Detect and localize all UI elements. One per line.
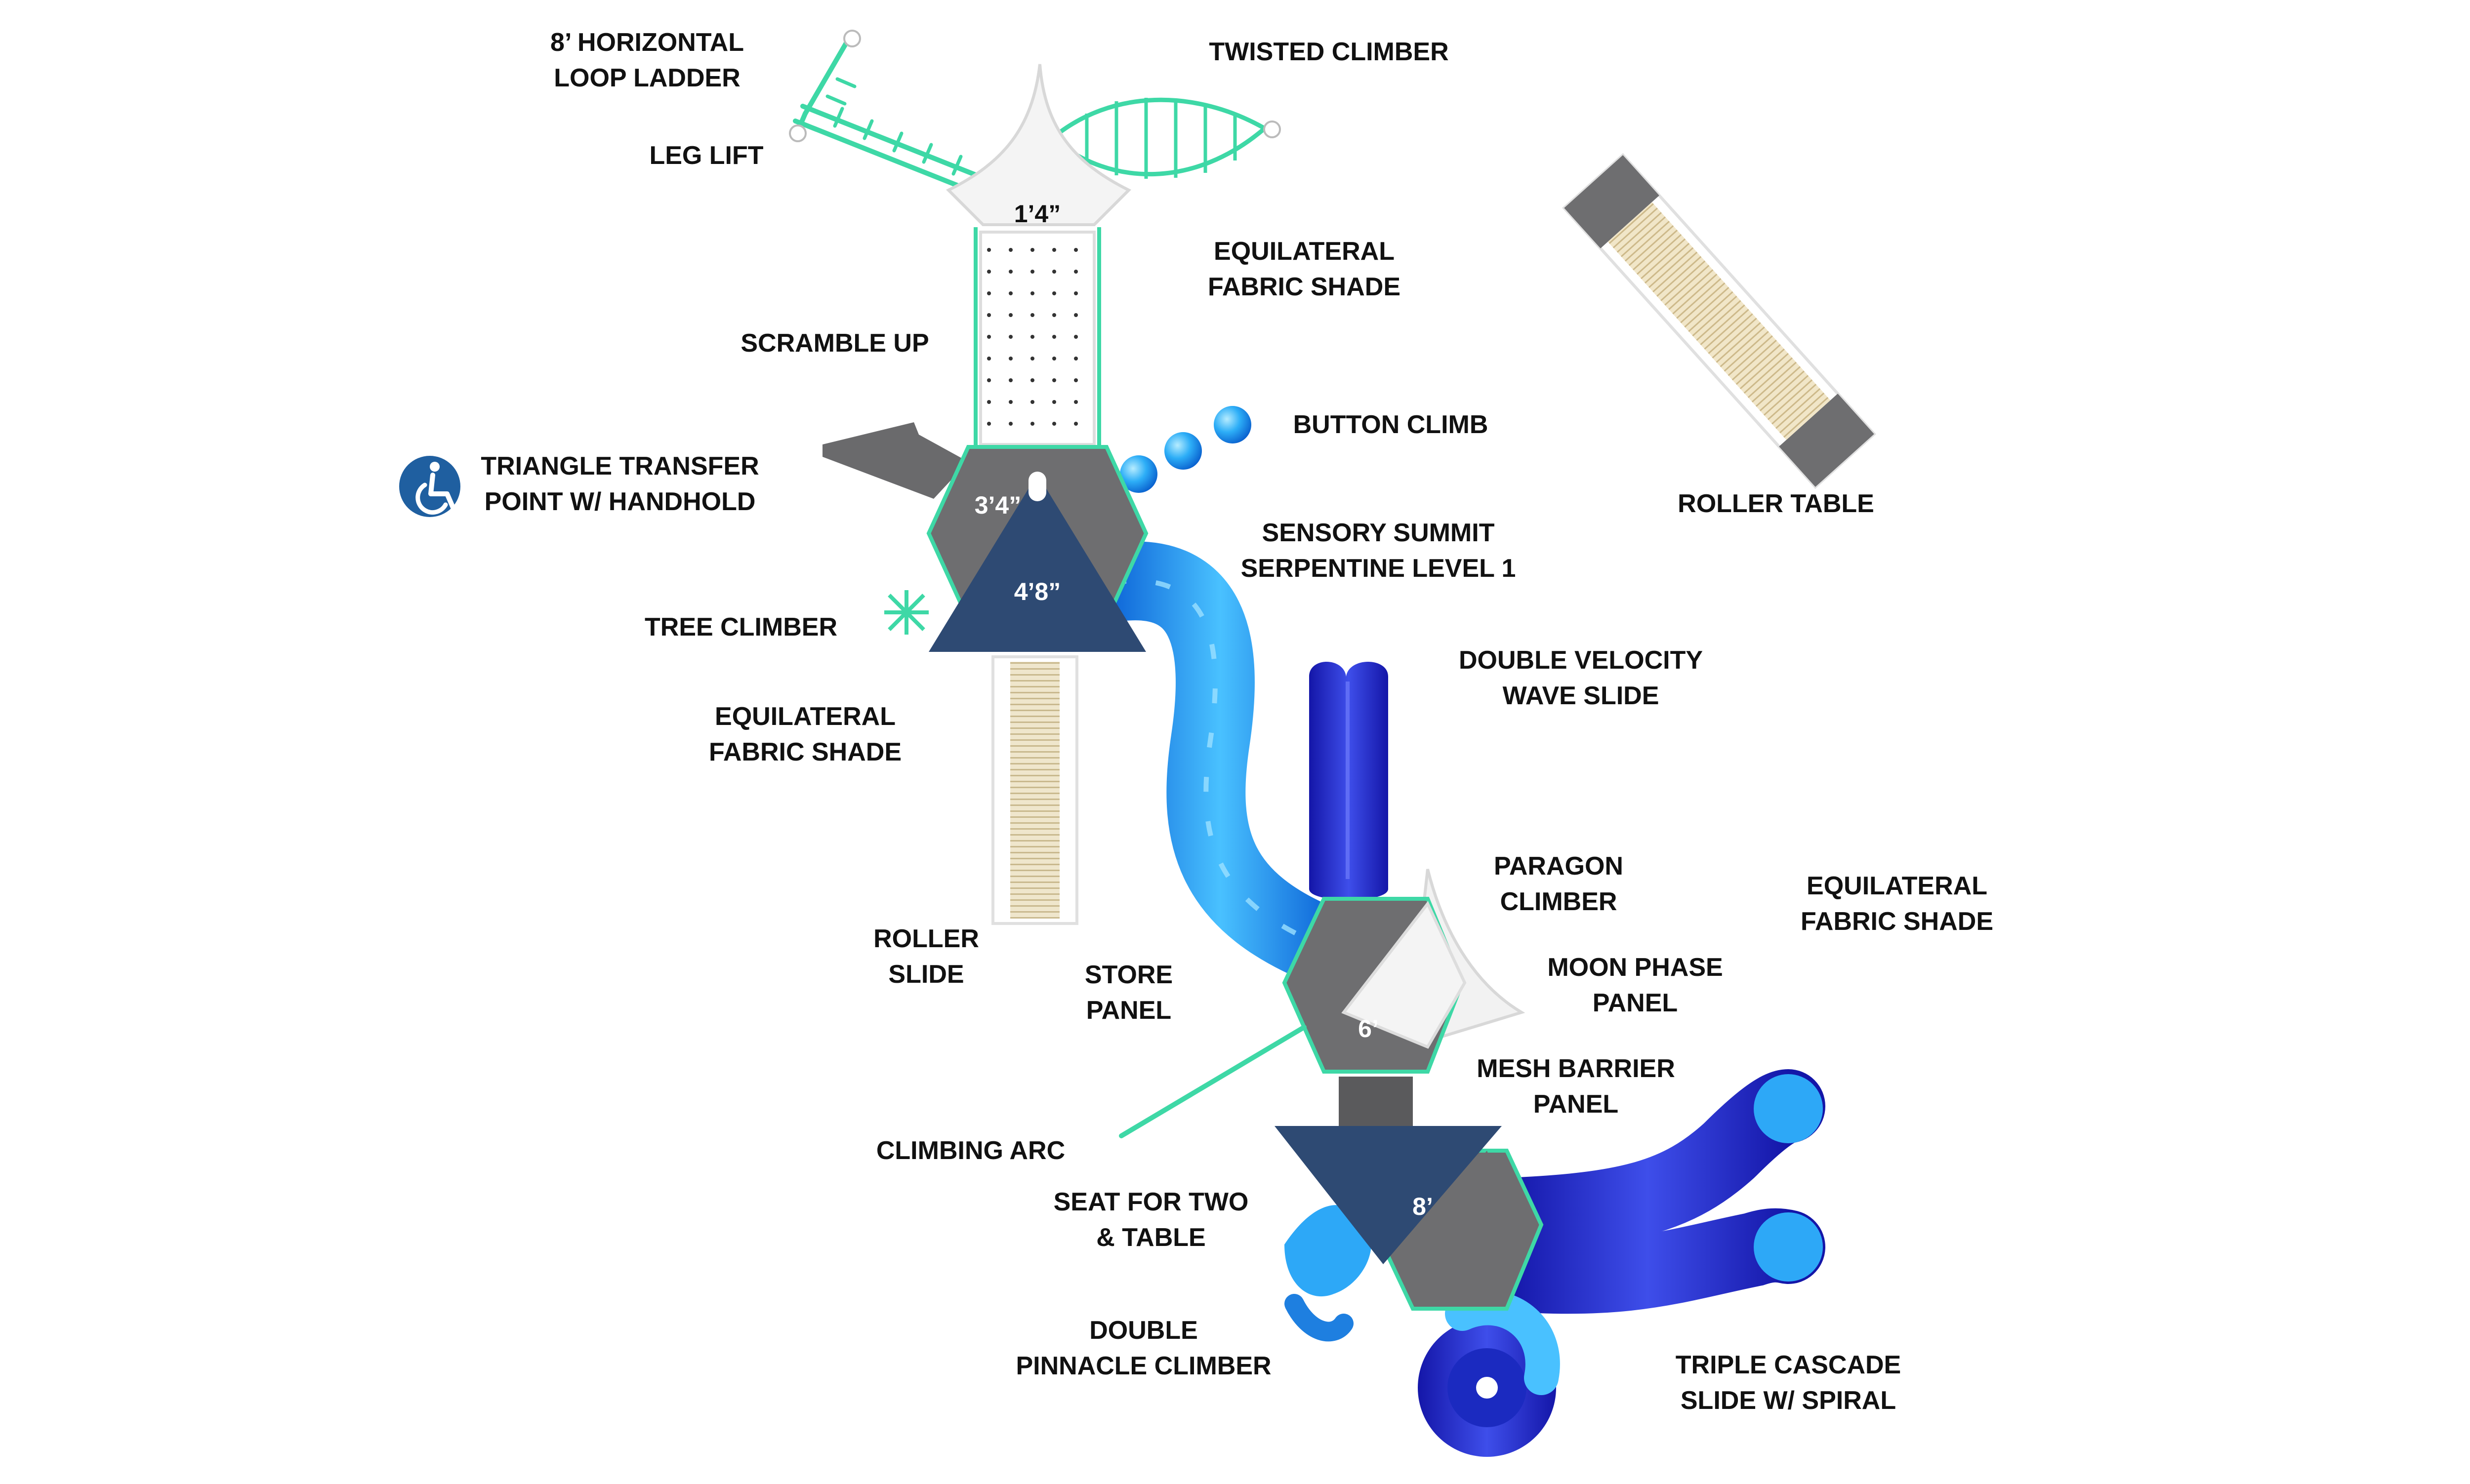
shade-4-8 bbox=[929, 474, 1146, 652]
button-climb-ball bbox=[1214, 406, 1251, 443]
label-button-climb: BUTTON CLIMB bbox=[1293, 410, 1488, 439]
fabric-shade-top bbox=[946, 64, 1132, 226]
double-pinnacle-climber bbox=[1284, 1205, 1372, 1297]
label-climbing-arc: CLIMBING ARC bbox=[876, 1136, 1066, 1165]
label-leg-lift: LEG LIFT bbox=[649, 141, 764, 170]
deck-height-6: 6’ bbox=[1358, 1015, 1379, 1043]
climbing-arc bbox=[1119, 1025, 1307, 1138]
shade-8-navy bbox=[1275, 1126, 1502, 1264]
scramble-up bbox=[979, 231, 1096, 446]
deck-height-top-roof: 1’4” bbox=[1014, 200, 1061, 228]
loop-ladder bbox=[793, 35, 998, 200]
post bbox=[843, 30, 861, 47]
serpentine-slide bbox=[1072, 541, 1368, 988]
cascade-slide-2 bbox=[1470, 1208, 1825, 1314]
tree-climber bbox=[884, 590, 929, 635]
deck-height-8: 8’ bbox=[1412, 1193, 1433, 1220]
button-climb-ball bbox=[1120, 455, 1157, 493]
post bbox=[789, 124, 807, 142]
triangle-transfer-step bbox=[823, 422, 968, 499]
deck-height-4-8: 4’8” bbox=[1014, 578, 1061, 605]
post bbox=[1263, 120, 1281, 138]
roller-table bbox=[1562, 153, 1876, 489]
label-roller-table: ROLLER TABLE bbox=[1678, 489, 1874, 518]
wheelchair-accessibility-icon bbox=[399, 456, 460, 517]
button-climb-ball bbox=[1164, 432, 1202, 470]
label-seat-for-two: SEAT FOR TWO& TABLE bbox=[1053, 1188, 1249, 1252]
label-twisted-climber: TWISTED CLIMBER bbox=[1209, 38, 1449, 66]
deck-height-3-4: 3’4” bbox=[975, 491, 1022, 519]
label-scramble-up: SCRAMBLE UP bbox=[741, 329, 929, 358]
cascade-slide-1 bbox=[1470, 1069, 1825, 1252]
twisted-climber bbox=[1051, 97, 1273, 179]
label-tree-climber: TREE CLIMBER bbox=[645, 613, 837, 642]
